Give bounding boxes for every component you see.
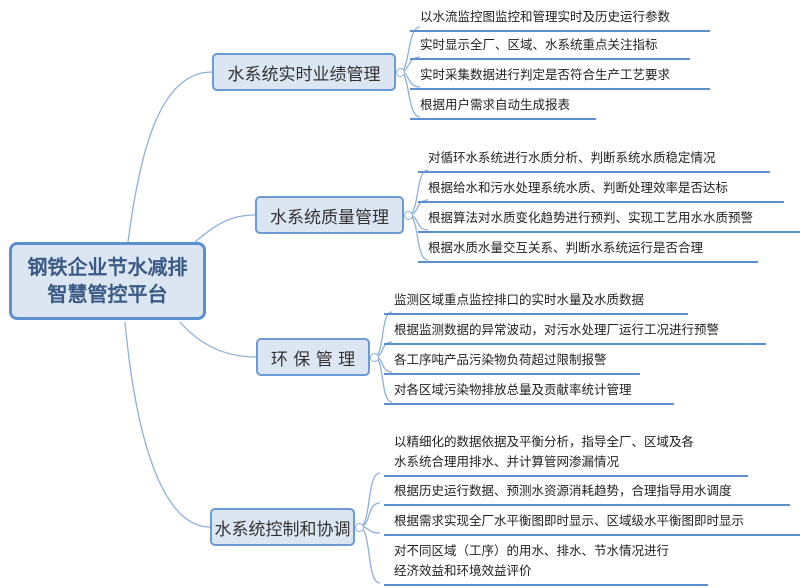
leaf-item[interactable]: 根据算法对水质变化趋势进行预判、实现工艺用水水质预警: [418, 204, 800, 233]
leaf-line: 以精细化的数据依据及平衡分析，指导全厂、区域及各: [394, 434, 695, 449]
leaf-item[interactable]: 各工序吨产品污染物负荷超过限制报警: [384, 346, 640, 375]
root-title-line2: 智慧管控平台: [47, 282, 168, 306]
leaf-item[interactable]: 以水流监控图监控和管理实时及历史运行参数: [410, 3, 710, 32]
branch-control-coordination[interactable]: 水系统控制和协调: [210, 508, 355, 546]
leaf-item[interactable]: 根据需求实现全厂水平衡图即时显示、区域级水平衡图即时显示: [384, 507, 800, 536]
leaf-item[interactable]: 根据用户需求自动生成报表: [410, 91, 596, 120]
branch-realtime-performance[interactable]: 水系统实时业绩管理: [212, 53, 396, 91]
leaf-item[interactable]: 根据监测数据的异常波动，对污水处理厂运行工况进行预警: [384, 316, 766, 345]
leaf-item[interactable]: 实时采集数据进行判定是否符合生产工艺要求: [410, 61, 710, 90]
leaf-line: 对不同区域（工序）的用水、排水、节水情况进行: [394, 543, 670, 558]
branch-quality-management[interactable]: 水系统质量管理: [255, 196, 404, 234]
collapse-toggle-icon[interactable]: [396, 68, 405, 77]
leaf-item[interactable]: 根据历史运行数据、预测水资源消耗趋势，合理指导用水调度: [384, 477, 790, 506]
leaf-line: 经济效益和环境效益评价: [394, 563, 532, 578]
collapse-toggle-icon[interactable]: [370, 353, 379, 362]
leaf-item[interactable]: 对不同区域（工序）的用水、排水、节水情况进行经济效益和环境效益评价: [384, 537, 708, 586]
branch-environmental-management[interactable]: 环 保 管 理: [256, 338, 370, 376]
leaf-item[interactable]: 根据给水和污水处理系统水质、判断处理效率是否达标: [418, 174, 784, 203]
collapse-toggle-icon[interactable]: [404, 211, 413, 220]
leaf-item[interactable]: 实时显示全厂、区域、水系统重点关注指标: [410, 31, 690, 60]
root-node[interactable]: 钢铁企业节水减排智慧管控平台: [9, 242, 206, 320]
leaf-item[interactable]: 监测区域重点监控排口的实时水量及水质数据: [384, 286, 688, 315]
leaf-line: 水系统合理用排水、并计算管网渗漏情况: [394, 454, 620, 469]
leaf-item[interactable]: 以精细化的数据依据及平衡分析，指导全厂、区域及各水系统合理用排水、并计算管网渗漏…: [384, 428, 748, 477]
leaf-item[interactable]: 根据水质水量交互关系、判断水系统运行是否合理: [418, 234, 758, 263]
collapse-toggle-icon[interactable]: [355, 523, 364, 532]
leaf-item[interactable]: 对各区域污染物排放总量及贡献率统计管理: [384, 376, 674, 405]
root-title-line1: 钢铁企业节水减排: [27, 255, 188, 279]
leaf-item[interactable]: 对循环水系统进行水质分析、判断系统水质稳定情况: [418, 144, 770, 173]
